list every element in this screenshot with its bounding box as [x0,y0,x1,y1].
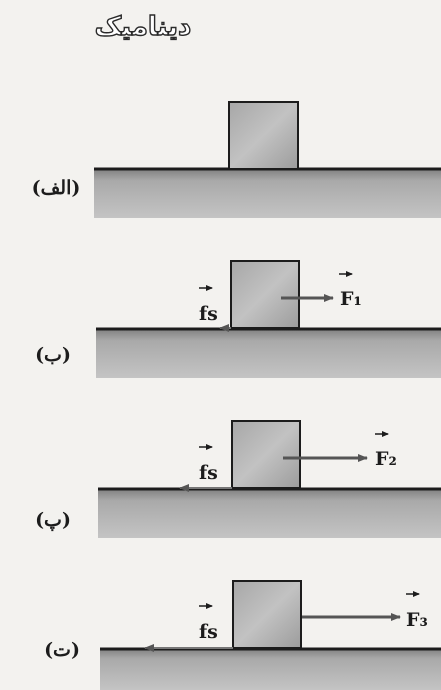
ground-surface [94,168,441,218]
friction-label: fs [199,621,218,643]
force-label: F₃ [406,609,428,631]
block [231,420,301,489]
panel-label-be: (ب) [35,344,71,366]
block [230,260,300,329]
force-label: F₂ [375,448,397,470]
friction-label: fs [199,462,218,484]
panel-pe: F₂ fs (پ) [35,420,441,538]
panel-label-alef: (الف) [32,177,81,199]
ground-surface [96,328,441,378]
panel-label-te: (ت) [44,639,80,661]
friction-label: fs [199,303,218,325]
panel-alef: (الف) [32,101,441,218]
force-label: F₁ [340,288,362,310]
header-title: دینامیک [94,11,192,42]
block [232,580,302,649]
panel-label-pe: (پ) [35,509,71,531]
panel-be: F₁ fs (ب) [35,260,441,378]
ground-surface [100,648,441,690]
ground-surface [98,488,441,538]
block [228,101,299,170]
panel-te: F₃ fs (ت) [44,580,441,690]
